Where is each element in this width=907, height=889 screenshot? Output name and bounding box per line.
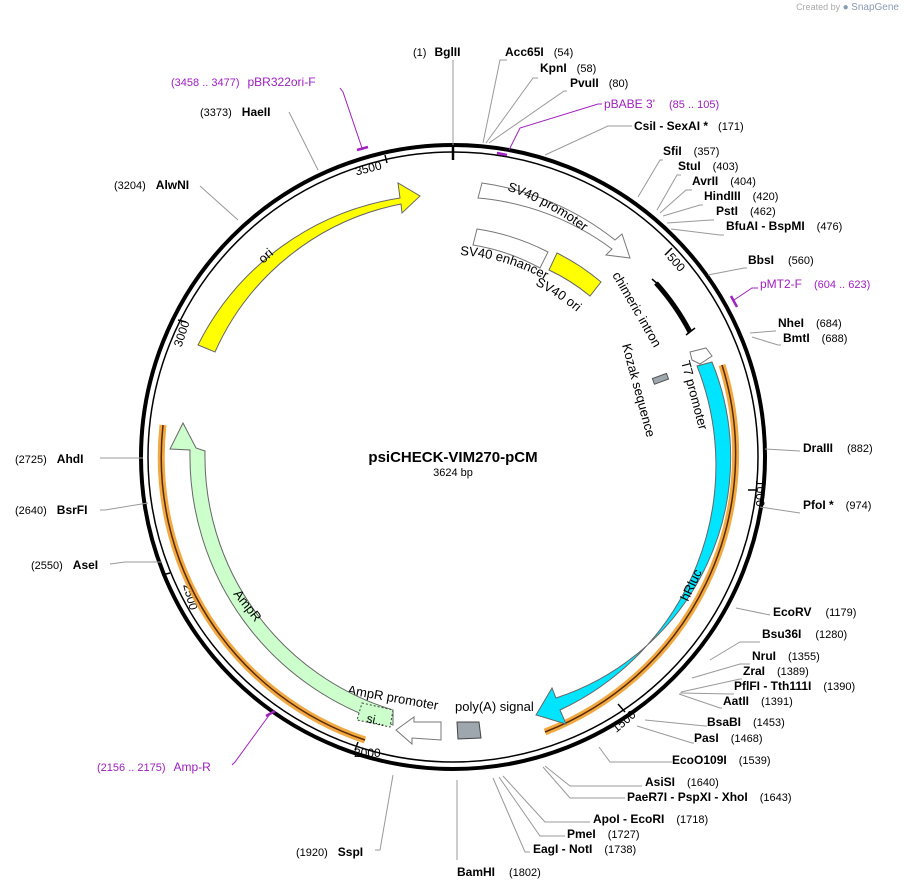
feature-sv40-enhancer-box <box>472 228 549 269</box>
primer-pbr322-label[interactable]: (3458 .. 3477)pBR322ori-F <box>171 75 316 89</box>
site-pasi[interactable]: PasI(1468) <box>694 731 762 745</box>
feature-sv40-promoter-label: SV40 promoter <box>506 179 592 234</box>
primer-leader-lines <box>231 87 758 766</box>
site-nrui[interactable]: NruI(1355) <box>752 649 820 663</box>
feature-ampr-si-box <box>356 702 394 728</box>
feature-ori-arrow <box>197 182 421 353</box>
site-bglii[interactable]: (1)BglII <box>413 45 460 59</box>
tick-3000: 3000 <box>171 319 193 349</box>
feature-t7-promoter-arrow <box>689 347 713 365</box>
site-bsrfi[interactable]: (2640)BsrFI <box>15 503 87 517</box>
site-pfoi[interactable]: PfoI *(974) <box>803 498 871 512</box>
intron-end-cap <box>685 327 696 336</box>
site-alwni[interactable]: (3204)AlwNI <box>114 178 189 192</box>
site-acc65i[interactable]: Acc65I(54) <box>505 45 573 59</box>
tick-500: 500 <box>664 250 688 274</box>
site-stui[interactable]: StuI(403) <box>678 159 738 173</box>
tick-3500: 3500 <box>354 158 384 178</box>
feature-ampr-promoter-arrow <box>395 716 442 746</box>
site-asei[interactable]: (2550)AseI <box>31 558 98 572</box>
site-sspi[interactable]: (1920)SspI <box>296 845 363 859</box>
primer-pbabe-label[interactable]: pBABE 3'(85 .. 105) <box>604 97 719 111</box>
primer-pbr322-mark <box>356 145 369 152</box>
site-apoi-ecori[interactable]: ApoI - EcoRI(1718) <box>593 812 708 826</box>
feature-hrluc-arrow <box>535 361 732 725</box>
primer-ampr-mark <box>265 709 276 718</box>
primer-pmt2-label[interactable]: pMT2-F(604 .. 623) <box>760 277 870 291</box>
site-bsabi[interactable]: BsaBI(1453) <box>707 715 785 729</box>
feature-chimeric-intron-label: chimeric intron <box>609 269 664 350</box>
site-asisi[interactable]: AsiSI(1640) <box>645 775 719 789</box>
primer-ampr-label[interactable]: (2156 .. 2175)Amp-R <box>97 760 211 774</box>
site-bamhi[interactable]: BamHI(1802) <box>457 865 541 879</box>
orf-line-hrluc <box>544 364 737 733</box>
site-zrai[interactable]: ZraI(1389) <box>743 664 809 678</box>
site-hindiii[interactable]: HindIII(420) <box>704 189 778 203</box>
feature-sv40-ori-box <box>548 252 602 297</box>
site-csii-sexai[interactable]: CsiI - SexAI *(171) <box>634 119 744 133</box>
plasmid-name: psiCHECK-VIM270-pCM <box>368 449 537 466</box>
site-paer7i-pspxi-xhoi[interactable]: PaeR7I - PspXI - XhoI(1643) <box>627 790 792 804</box>
site-bbsi[interactable]: BbsI(560) <box>748 253 814 267</box>
plasmid-size: 3624 bp <box>433 467 473 479</box>
credit-prefix: Created by <box>796 2 841 12</box>
feature-ampr-si-label: si... <box>365 711 386 729</box>
feature-kozak-label: Kozak sequence <box>619 342 658 439</box>
site-kpni[interactable]: KpnI(58) <box>540 61 596 75</box>
site-avrii[interactable]: AvrII(404) <box>692 174 756 188</box>
tick-2000: 2000 <box>354 746 381 760</box>
site-nhei[interactable]: NheI(684) <box>778 316 842 330</box>
credit-brand: SnapGene <box>851 2 899 13</box>
site-bmti[interactable]: BmtI(688) <box>783 331 847 345</box>
feature-chimeric-intron-line <box>654 281 693 334</box>
orf-line-ampr <box>160 424 366 741</box>
site-draiii[interactable]: DraIII(882) <box>803 441 873 455</box>
site-haeii[interactable]: (3373)HaeII <box>200 105 270 119</box>
site-bfuai-bspmi[interactable]: BfuAI - BspMI(476) <box>726 219 842 233</box>
site-pflfi-tth111i[interactable]: PflFI - Tth111I(1390) <box>734 679 855 693</box>
site-bsu36i[interactable]: Bsu36I(1280) <box>762 627 847 641</box>
feature-ampr-arrow <box>169 421 394 726</box>
site-eagi-noti[interactable]: EagI - NotI(1738) <box>533 842 636 856</box>
feature-kozak-box <box>651 372 670 385</box>
site-sfii[interactable]: SfiI(357) <box>663 144 719 158</box>
primer-pmt2-mark <box>729 295 739 308</box>
site-ecoo109i[interactable]: EcoO109I(1539) <box>672 753 771 767</box>
intron-start-cap <box>651 278 661 287</box>
site-pmei[interactable]: PmeI(1727) <box>567 827 639 841</box>
feature-sv40-promoter-arrow <box>477 182 631 259</box>
snapgene-credit: Created by ● SnapGene <box>796 2 899 13</box>
site-pvuii[interactable]: PvuII(80) <box>570 76 628 90</box>
site-ahdi[interactable]: (2725)AhdI <box>15 452 83 466</box>
feature-polya-box <box>456 721 482 740</box>
site-ecorv[interactable]: EcoRV(1179) <box>773 605 856 619</box>
snapgene-logo-icon: ● <box>842 2 849 13</box>
tick-1000: 1000 <box>753 480 767 507</box>
site-psti[interactable]: PstI(462) <box>716 204 776 218</box>
site-aatii[interactable]: AatII(1391) <box>723 694 793 708</box>
site-leader-lines <box>100 59 801 860</box>
primer-pbabe-mark <box>496 151 508 157</box>
feature-polya-label: poly(A) signal <box>455 699 534 714</box>
